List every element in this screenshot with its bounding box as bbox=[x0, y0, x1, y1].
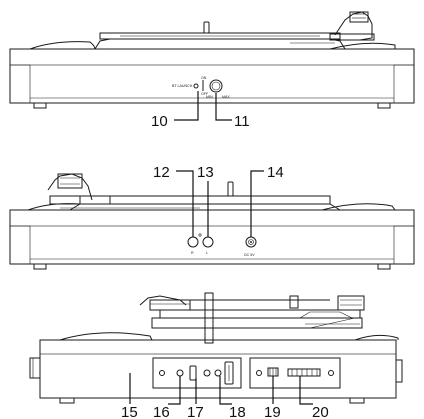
callout-14: 14 bbox=[267, 164, 284, 181]
off-label: OFF bbox=[201, 92, 209, 96]
callout-12: 12 bbox=[153, 164, 170, 181]
bt-launch-label: BT LAUNCH bbox=[172, 84, 193, 88]
rca-left-label: L bbox=[206, 251, 208, 255]
callout-15: 15 bbox=[121, 404, 138, 419]
max-label: MAX bbox=[222, 95, 230, 99]
back-view: R L DC 5V 12 13 14 bbox=[9, 164, 415, 270]
side-view: 15 16 17 18 19 20 bbox=[29, 292, 403, 419]
callout-16: 16 bbox=[153, 404, 170, 419]
callout-11: 11 bbox=[234, 113, 250, 130]
front-view: BT LAUNCH ON OFF MIN MAX 10 11 bbox=[9, 11, 415, 130]
callout-18: 18 bbox=[229, 404, 246, 419]
callout-20: 20 bbox=[312, 404, 329, 419]
rca-right-label: R bbox=[191, 251, 194, 255]
on-label: ON bbox=[201, 76, 207, 80]
callout-17: 17 bbox=[187, 404, 204, 419]
callout-13: 13 bbox=[197, 164, 214, 181]
callout-10: 10 bbox=[151, 113, 168, 130]
dc-label: DC 5V bbox=[244, 253, 255, 257]
min-label: MIN bbox=[206, 95, 213, 99]
callout-19: 19 bbox=[264, 404, 281, 419]
